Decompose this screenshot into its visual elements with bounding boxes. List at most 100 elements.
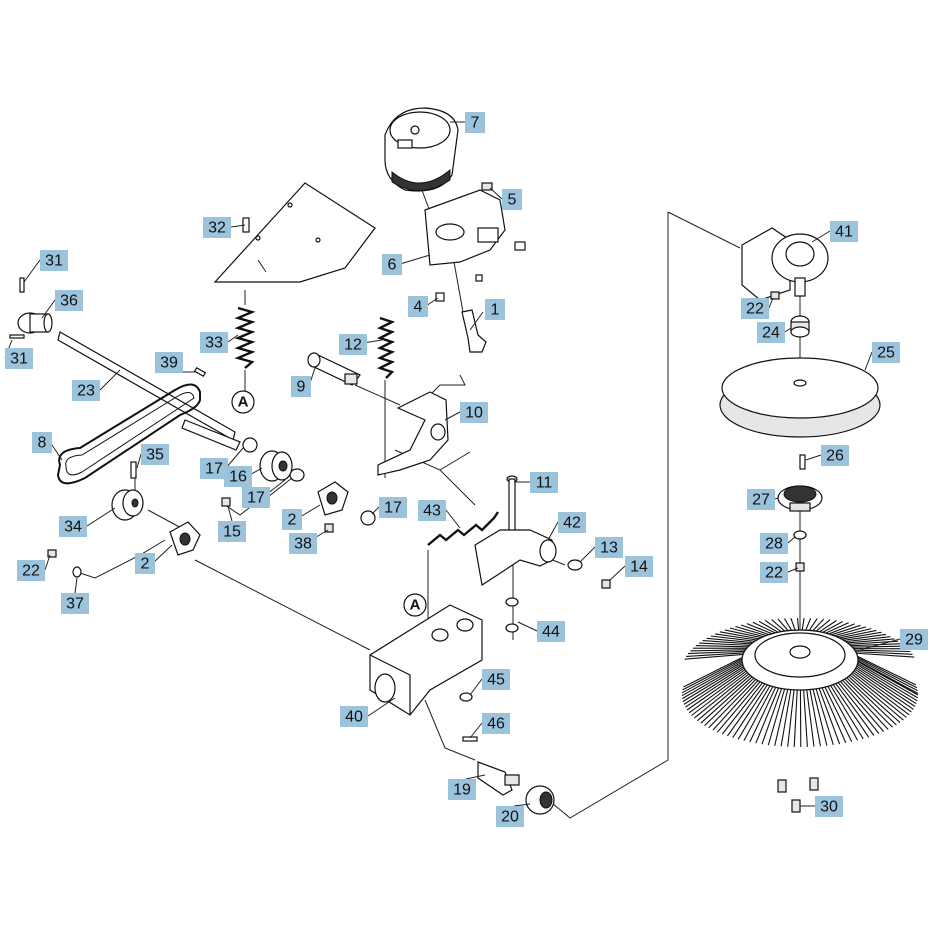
callout-c17b: 17 <box>242 477 293 508</box>
svg-text:A: A <box>410 597 421 614</box>
callout-leader <box>489 187 503 200</box>
callout-number: 1 <box>491 302 500 319</box>
callout-number: 9 <box>297 379 306 396</box>
callout-c22a: 22 <box>17 554 51 581</box>
callout-box <box>408 296 428 317</box>
callout-number: 17 <box>205 461 223 478</box>
callout-number: 32 <box>208 220 226 237</box>
callout-leader <box>469 722 483 739</box>
callout-leader <box>864 351 873 371</box>
callout-c15: 15 <box>218 505 246 542</box>
callout-box <box>465 112 485 133</box>
axle-shaft <box>57 331 241 451</box>
callout-leader <box>547 521 559 541</box>
callout-c1: 1 <box>469 299 505 331</box>
callout-c5: 5 <box>489 187 522 210</box>
washer <box>459 692 473 702</box>
callout-box <box>17 560 45 581</box>
screw <box>221 497 231 507</box>
callout-c4: 4 <box>408 296 439 317</box>
brush-hub <box>777 485 823 512</box>
callout-c45: 45 <box>469 669 510 696</box>
callout-c8: 8 <box>32 432 63 461</box>
callout-leader <box>74 577 78 594</box>
spindle-bracket <box>474 529 557 586</box>
callout-number: 28 <box>765 536 783 553</box>
callout-box <box>339 334 367 355</box>
callout-c11: 11 <box>514 472 558 493</box>
retaining-ring <box>360 510 376 526</box>
callout-leader <box>609 565 626 581</box>
callout-leader <box>859 638 901 651</box>
callout-c36: 36 <box>41 290 83 319</box>
callout-number: 5 <box>508 192 517 209</box>
side-brush <box>681 617 919 748</box>
washer <box>793 530 807 540</box>
bushing <box>790 315 810 338</box>
callout-number: 25 <box>877 345 895 362</box>
callout-leader <box>805 454 822 461</box>
callout-box <box>760 533 788 554</box>
callout-box <box>502 189 522 210</box>
callout-c7: 7 <box>450 112 485 133</box>
callout-number: 38 <box>294 536 312 553</box>
callout-leader <box>267 477 293 498</box>
callout-number: 20 <box>501 809 519 826</box>
callout-leader <box>787 536 796 544</box>
callout-number: 17 <box>247 490 265 507</box>
callout-leader <box>469 311 484 331</box>
retaining-ring <box>289 468 305 482</box>
callout-c44: 44 <box>517 621 565 642</box>
retaining-ring <box>242 437 258 453</box>
callout-c31a: 31 <box>23 250 68 283</box>
callout-c26: 26 <box>805 445 849 466</box>
callout-number: 35 <box>146 447 164 464</box>
callout-box <box>821 445 849 466</box>
callout-box <box>482 669 510 690</box>
pulley <box>259 450 293 482</box>
callout-c37: 37 <box>61 577 89 614</box>
callout-box <box>485 299 505 320</box>
callout-number: 19 <box>453 782 471 799</box>
callout-leader <box>225 447 244 469</box>
screw <box>601 579 611 589</box>
callout-leader <box>299 504 321 518</box>
pin <box>462 736 478 742</box>
callout-box <box>741 298 769 319</box>
callout-box <box>218 521 246 542</box>
callout-leader <box>41 299 56 319</box>
callout-box <box>5 348 33 369</box>
callout-leader <box>445 509 461 529</box>
callout-c25: 25 <box>864 342 900 371</box>
reference-marker-a: A <box>231 390 255 414</box>
callout-leader <box>23 259 41 283</box>
callout-c10: 10 <box>444 402 488 423</box>
callout-leader <box>44 554 51 571</box>
nut <box>324 523 334 533</box>
callout-box <box>815 796 843 817</box>
callout-box <box>496 806 524 827</box>
callout-leader <box>579 546 596 563</box>
callout-leader <box>367 697 396 717</box>
reference-marker-a: A <box>403 593 427 617</box>
callout-box <box>382 254 402 275</box>
callout-number: 11 <box>536 475 553 492</box>
washer <box>72 566 82 578</box>
motor-housing <box>384 107 459 192</box>
callout-c32: 32 <box>203 217 246 238</box>
callout-c39: 39 <box>155 352 195 373</box>
tension-spring-right <box>427 511 499 546</box>
callout-c46: 46 <box>469 713 510 739</box>
callout-number: 43 <box>423 503 441 520</box>
callout-box <box>900 629 928 650</box>
callout-box <box>242 487 270 508</box>
callout-box <box>418 500 446 521</box>
callout-leader <box>513 803 531 807</box>
callout-leader <box>86 507 116 527</box>
small-pulley <box>9 277 53 339</box>
callout-box <box>55 290 83 311</box>
screw <box>795 562 805 572</box>
key <box>193 366 207 378</box>
pin <box>130 461 137 479</box>
callout-number: 6 <box>388 257 397 274</box>
